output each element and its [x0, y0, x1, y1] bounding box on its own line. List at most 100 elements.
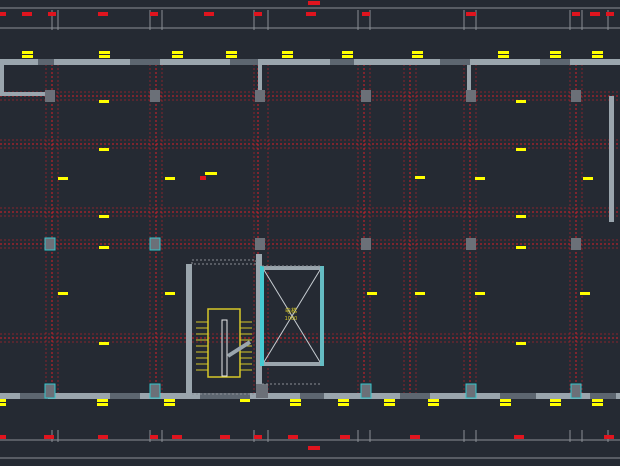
- elevator-label: 电梯: [285, 307, 297, 315]
- wall-hatch: [110, 393, 140, 399]
- wall-hatch: [230, 59, 258, 65]
- annotation-tag: [500, 403, 511, 406]
- annotation-tag: [97, 399, 108, 402]
- axis-marker: [590, 12, 600, 16]
- annotation-tag: [290, 399, 301, 402]
- annotation-tag: [415, 176, 425, 179]
- axis-marker: [98, 435, 108, 439]
- annotation-tag: [498, 55, 509, 58]
- column: [45, 90, 55, 102]
- annotation-tag: [99, 55, 110, 58]
- annotation-tag: [475, 292, 485, 295]
- axis-marker: [514, 435, 524, 439]
- annotation-tag: [240, 399, 250, 402]
- annotation-tag: [516, 148, 526, 151]
- axis-marker: [172, 435, 182, 439]
- annotation-tag: [165, 177, 175, 180]
- column: [361, 238, 371, 250]
- annotation-tag: [99, 215, 109, 218]
- stair-arrow: [226, 340, 252, 358]
- annotation-tag: [22, 55, 33, 58]
- annotation-tag: [0, 403, 6, 406]
- wall-hatch: [500, 393, 536, 399]
- annotation-tag: [164, 399, 175, 402]
- annotation-tag: [516, 342, 526, 345]
- wall-right-edge: [609, 96, 614, 222]
- annotation-tag: [516, 100, 526, 103]
- axis-markers: [0, 1, 614, 450]
- column: [361, 90, 371, 102]
- column: [256, 384, 268, 398]
- annotation-tag: [282, 51, 293, 54]
- axis-marker: [340, 435, 350, 439]
- column: [149, 383, 161, 399]
- column: [150, 90, 160, 102]
- annotation-tag: [58, 177, 68, 180]
- annotation-tag: [172, 55, 183, 58]
- wall-left-stub: [0, 64, 4, 94]
- annotation-tag: [226, 51, 237, 54]
- wall-hatch-patches: [20, 59, 616, 399]
- annotation-tag: [99, 148, 109, 151]
- annotation-tag: [475, 177, 485, 180]
- axis-marker: [150, 12, 158, 16]
- annotation-tag: [428, 399, 439, 402]
- axis-marker: [254, 435, 262, 439]
- stair-treads: [196, 321, 252, 371]
- stair-outline: [207, 308, 241, 378]
- annotation-tag: [226, 55, 237, 58]
- annotation-tag: [205, 172, 217, 175]
- wall-room-divider: [258, 64, 262, 94]
- wall-hatch: [330, 59, 354, 65]
- annotation-tag: [367, 292, 377, 295]
- wall-hatch: [200, 393, 250, 399]
- annotation-tag: [22, 51, 33, 54]
- axis-marker: [0, 12, 6, 16]
- annotation-tag: [58, 292, 68, 295]
- column: [570, 383, 582, 399]
- wall-hatch: [400, 393, 430, 399]
- annotation-tag: [550, 399, 561, 402]
- annotation-tag: [99, 100, 109, 103]
- annotation-tag: [428, 403, 439, 406]
- annotation-tag: [164, 403, 175, 406]
- column: [255, 90, 265, 102]
- column: [571, 238, 581, 250]
- annotation-tag: [550, 51, 561, 54]
- annotation-tag: [384, 399, 395, 402]
- annotation-tag: [592, 51, 603, 54]
- annotation-tag: [99, 342, 109, 345]
- axis-marker: [362, 12, 370, 16]
- annotation-tag: [338, 403, 349, 406]
- axis-marker: [308, 1, 320, 5]
- annotation-tag: [592, 55, 603, 58]
- wall-hatch: [440, 59, 470, 65]
- annotation-tag: [550, 55, 561, 58]
- axis-marker: [604, 435, 614, 439]
- axis-marker: [204, 12, 214, 16]
- stair-core: [191, 259, 257, 395]
- annotation-tag: [338, 399, 349, 402]
- annotation-tag: [412, 55, 423, 58]
- elevator-cross-2: [263, 269, 321, 363]
- axis-marker: [48, 12, 56, 16]
- axis-marker: [44, 435, 54, 439]
- annotation-tag: [165, 292, 175, 295]
- annotation-tag: [384, 403, 395, 406]
- axis-marker: [410, 435, 420, 439]
- wall-hatch: [38, 59, 54, 65]
- column: [571, 90, 581, 102]
- column: [465, 383, 477, 399]
- annotation-tag: [516, 215, 526, 218]
- column: [44, 237, 56, 251]
- wall-hatch: [300, 393, 324, 399]
- dimension-lines: [0, 7, 620, 459]
- wall-hatch: [20, 393, 48, 399]
- wall-hatch: [540, 59, 570, 65]
- axis-marker: [606, 12, 614, 16]
- column: [149, 237, 161, 251]
- annotation-tag: [290, 403, 301, 406]
- annotation-tag: [415, 292, 425, 295]
